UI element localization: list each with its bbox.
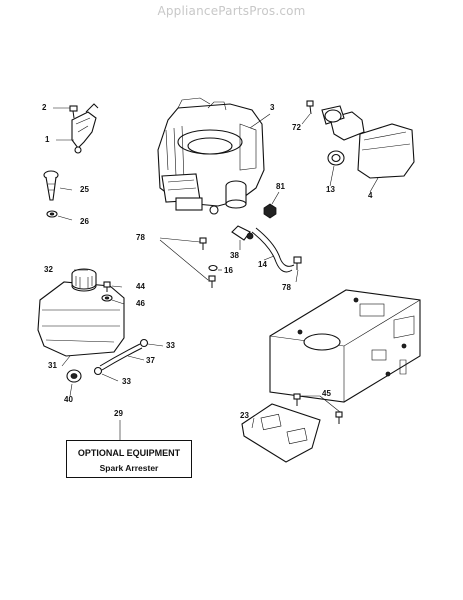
callout-33-lower: 33 — [122, 377, 131, 386]
callout-14: 14 — [258, 260, 267, 269]
bolts-78-left — [199, 237, 216, 288]
callout-46: 46 — [136, 299, 145, 308]
fuel-tank-31 — [37, 280, 125, 357]
chassis-plate — [269, 289, 421, 403]
callout-40: 40 — [64, 395, 73, 404]
fuel-cap-32 — [71, 268, 97, 290]
callout-38: 38 — [230, 251, 239, 260]
callout-2: 2 — [42, 103, 47, 112]
callout-1: 1 — [45, 135, 50, 144]
heat-shield-23 — [241, 403, 321, 463]
leader-lines — [53, 107, 379, 440]
optional-equipment-title: OPTIONAL EQUIPMENT — [77, 448, 181, 458]
callout-78-right: 78 — [282, 283, 291, 292]
washer-16 — [208, 264, 218, 272]
muffler-4 — [321, 105, 415, 179]
bolt-72 — [306, 100, 314, 115]
bolts-45 — [293, 393, 343, 424]
fuel-filter-38 — [231, 225, 254, 241]
callout-44: 44 — [136, 282, 145, 291]
throttle-control-bracket — [71, 103, 99, 154]
nut-81 — [263, 203, 277, 219]
optional-equipment-box: OPTIONAL EQUIPMENT Spark Arrester — [66, 440, 192, 478]
screw-2 — [69, 105, 78, 119]
callout-72: 72 — [292, 123, 301, 132]
grommet-40 — [66, 369, 82, 383]
callout-4: 4 — [368, 191, 373, 200]
clamp-33-lower — [93, 366, 103, 376]
callout-78-left: 78 — [136, 233, 145, 242]
callout-37: 37 — [146, 356, 155, 365]
gasket-13 — [327, 150, 345, 166]
clamp-33-upper — [139, 338, 149, 348]
callout-32: 32 — [44, 265, 53, 274]
watermark: AppliancePartsPros.com — [157, 4, 306, 18]
bolt-78-right — [293, 256, 302, 270]
engine-3 — [157, 97, 265, 215]
fuel-line-14 — [251, 227, 295, 273]
callout-29: 29 — [114, 409, 123, 418]
callout-31: 31 — [48, 361, 57, 370]
callout-81: 81 — [276, 182, 285, 191]
callout-25: 25 — [80, 185, 89, 194]
callout-33-upper: 33 — [166, 341, 175, 350]
fuel-hose-37 — [99, 343, 143, 371]
spark-plug-25 — [43, 170, 59, 201]
callout-26: 26 — [80, 217, 89, 226]
callout-23: 23 — [240, 411, 249, 420]
callout-3: 3 — [270, 103, 275, 112]
callout-13: 13 — [326, 185, 335, 194]
fitting-44 — [103, 281, 111, 292]
washer-26 — [46, 210, 58, 218]
callout-16: 16 — [224, 266, 233, 275]
spark-arrester-label: Spark Arrester — [99, 463, 159, 473]
callout-45: 45 — [322, 389, 331, 398]
grommet-46 — [101, 294, 113, 302]
